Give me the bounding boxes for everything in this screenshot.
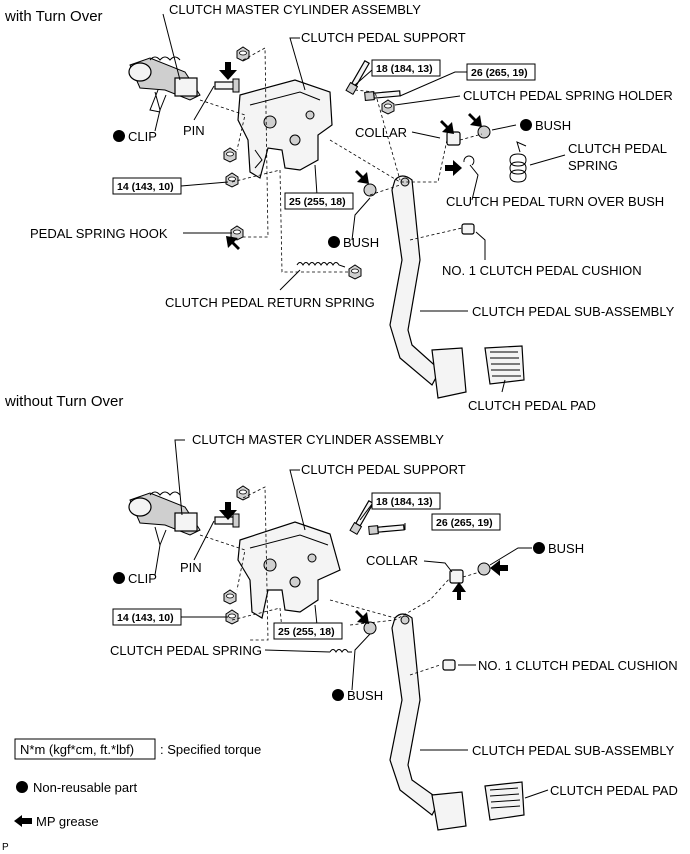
label-master-cylinder-bottom: CLUTCH MASTER CYLINDER ASSEMBLY <box>192 432 444 447</box>
label-pin-bottom: PIN <box>180 560 202 575</box>
torque-18-top: 18 (184, 13) <box>376 63 433 75</box>
pedal-spring-bottom <box>329 649 352 653</box>
non-reusable-dot-icon <box>328 236 340 248</box>
grease-arrow-icon <box>219 62 482 250</box>
label-cushion-bottom: NO. 1 CLUTCH PEDAL CUSHION <box>478 658 678 673</box>
collar-bottom <box>449 569 464 584</box>
legend-grease-text: MP grease <box>36 814 99 829</box>
label-sub-assembly-top: CLUTCH PEDAL SUB-ASSEMBLY <box>472 304 675 319</box>
label-spring-holder-top: CLUTCH PEDAL SPRING HOLDER <box>463 88 673 103</box>
label-collar-bottom: COLLAR <box>366 553 418 568</box>
label-bush-a-bottom: BUSH <box>548 541 584 556</box>
label-clip-bottom: CLIP <box>128 571 157 586</box>
non-reusable-dot-icon <box>113 130 125 142</box>
collar-top <box>446 131 461 146</box>
bolt-18-top <box>345 59 372 95</box>
label-bush-b-top: BUSH <box>343 235 379 250</box>
label-pedal-pad-top: CLUTCH PEDAL PAD <box>468 398 596 413</box>
torque-box-14-bottom <box>112 608 182 626</box>
legend: N*m (kgf*cm, ft.*lbf) : Specified torque… <box>14 738 261 829</box>
pedal-support-top <box>237 79 333 179</box>
legend-torque-units: N*m (kgf*cm, ft.*lbf) <box>20 742 134 757</box>
section-title-with-turn-over: with Turn Over <box>4 8 103 25</box>
section-title-without-turn-over: without Turn Over <box>4 393 123 410</box>
non-reusable-dot-icon <box>533 542 545 554</box>
non-reusable-dot-icon <box>113 572 125 584</box>
grease-arrow-icon <box>14 815 32 827</box>
torque-25-top: 25 (255, 18) <box>289 196 346 208</box>
label-pedal-spring-top-2: SPRING <box>568 158 618 173</box>
label-collar-top: COLLAR <box>355 125 407 140</box>
bolt-26-bottom <box>368 522 405 536</box>
turn-over-bush-top <box>463 155 475 166</box>
pedal-spring-coil-top <box>509 141 527 183</box>
label-pin-top: PIN <box>183 123 205 138</box>
footer-mark: P <box>2 842 9 853</box>
torque-box-14-top <box>112 177 182 195</box>
legend-torque-text: : Specified torque <box>160 742 261 757</box>
pedal-arm-bottom <box>389 613 467 831</box>
label-bush-a-top: BUSH <box>535 118 571 133</box>
label-pedal-support-top: CLUTCH PEDAL SUPPORT <box>301 30 466 45</box>
label-return-spring-top: CLUTCH PEDAL RETURN SPRING <box>165 295 375 310</box>
label-clip-top: CLIP <box>128 129 157 144</box>
label-cushion-top: NO. 1 CLUTCH PEDAL CUSHION <box>442 263 642 278</box>
pedal-support-bottom <box>237 521 341 619</box>
label-bush-b-bottom: BUSH <box>347 688 383 703</box>
label-pedal-spring-bottom: CLUTCH PEDAL SPRING <box>110 643 262 658</box>
pedal-pad-top <box>484 345 525 385</box>
torque-26-bottom: 26 (265, 19) <box>436 517 493 529</box>
legend-non-reusable-text: Non-reusable part <box>33 780 137 795</box>
return-spring-nut-top <box>348 264 362 280</box>
nut-bottom-2 <box>223 589 237 605</box>
cushion-top <box>461 223 475 235</box>
torque-14-bottom: 14 (143, 10) <box>117 612 174 624</box>
non-reusable-dot-icon <box>16 781 28 793</box>
label-pedal-spring-top-1: CLUTCH PEDAL <box>568 141 667 156</box>
label-sub-assembly-bottom: CLUTCH PEDAL SUB-ASSEMBLY <box>472 743 675 758</box>
torque-box-18-top <box>371 59 441 77</box>
pedal-arm-top <box>389 175 467 399</box>
nut-top-3 <box>225 172 239 188</box>
non-reusable-dot-icon <box>332 689 344 701</box>
bush-bottom-b <box>363 621 377 635</box>
torque-26-top: 26 (265, 19) <box>471 67 528 79</box>
bolt-26-top <box>364 88 401 102</box>
nut-top-2 <box>223 147 237 163</box>
legend-torque-box <box>14 738 156 760</box>
bush-top-b <box>363 183 377 197</box>
cushion-bottom <box>442 659 456 671</box>
label-pedal-pad-bottom: CLUTCH PEDAL PAD <box>550 783 678 798</box>
spring-holder-nut-top <box>381 99 395 115</box>
torque-18-bottom: 18 (184, 13) <box>376 496 433 508</box>
bush-bottom-a <box>477 562 491 576</box>
torque-box-26-top <box>466 63 536 81</box>
pin-top <box>214 78 240 93</box>
non-reusable-dot-icon <box>520 119 532 131</box>
grease-arrow-icon <box>219 502 508 624</box>
label-master-cylinder-top: CLUTCH MASTER CYLINDER ASSEMBLY <box>169 2 421 17</box>
torque-box-26-bottom <box>431 513 501 531</box>
label-spring-hook-top: PEDAL SPRING HOOK <box>30 226 168 241</box>
torque-14-top: 14 (143, 10) <box>117 181 174 193</box>
nut-top-1 <box>236 46 250 62</box>
label-turn-over-bush-top: CLUTCH PEDAL TURN OVER BUSH <box>446 194 664 209</box>
torque-box-18-bottom <box>371 492 441 510</box>
master-cylinder-bottom <box>128 491 201 536</box>
clip-bottom <box>154 526 167 547</box>
torque-box-25-top <box>284 192 354 210</box>
pedal-plate-top <box>431 347 467 399</box>
bush-top-a <box>477 125 491 139</box>
pedal-pad-bottom <box>484 781 525 821</box>
return-spring-top <box>296 262 346 268</box>
master-cylinder-top <box>128 56 201 113</box>
torque-25-bottom: 25 (255, 18) <box>278 626 335 638</box>
torque-box-25-bottom <box>273 622 343 640</box>
label-pedal-support-bottom: CLUTCH PEDAL SUPPORT <box>301 462 466 477</box>
